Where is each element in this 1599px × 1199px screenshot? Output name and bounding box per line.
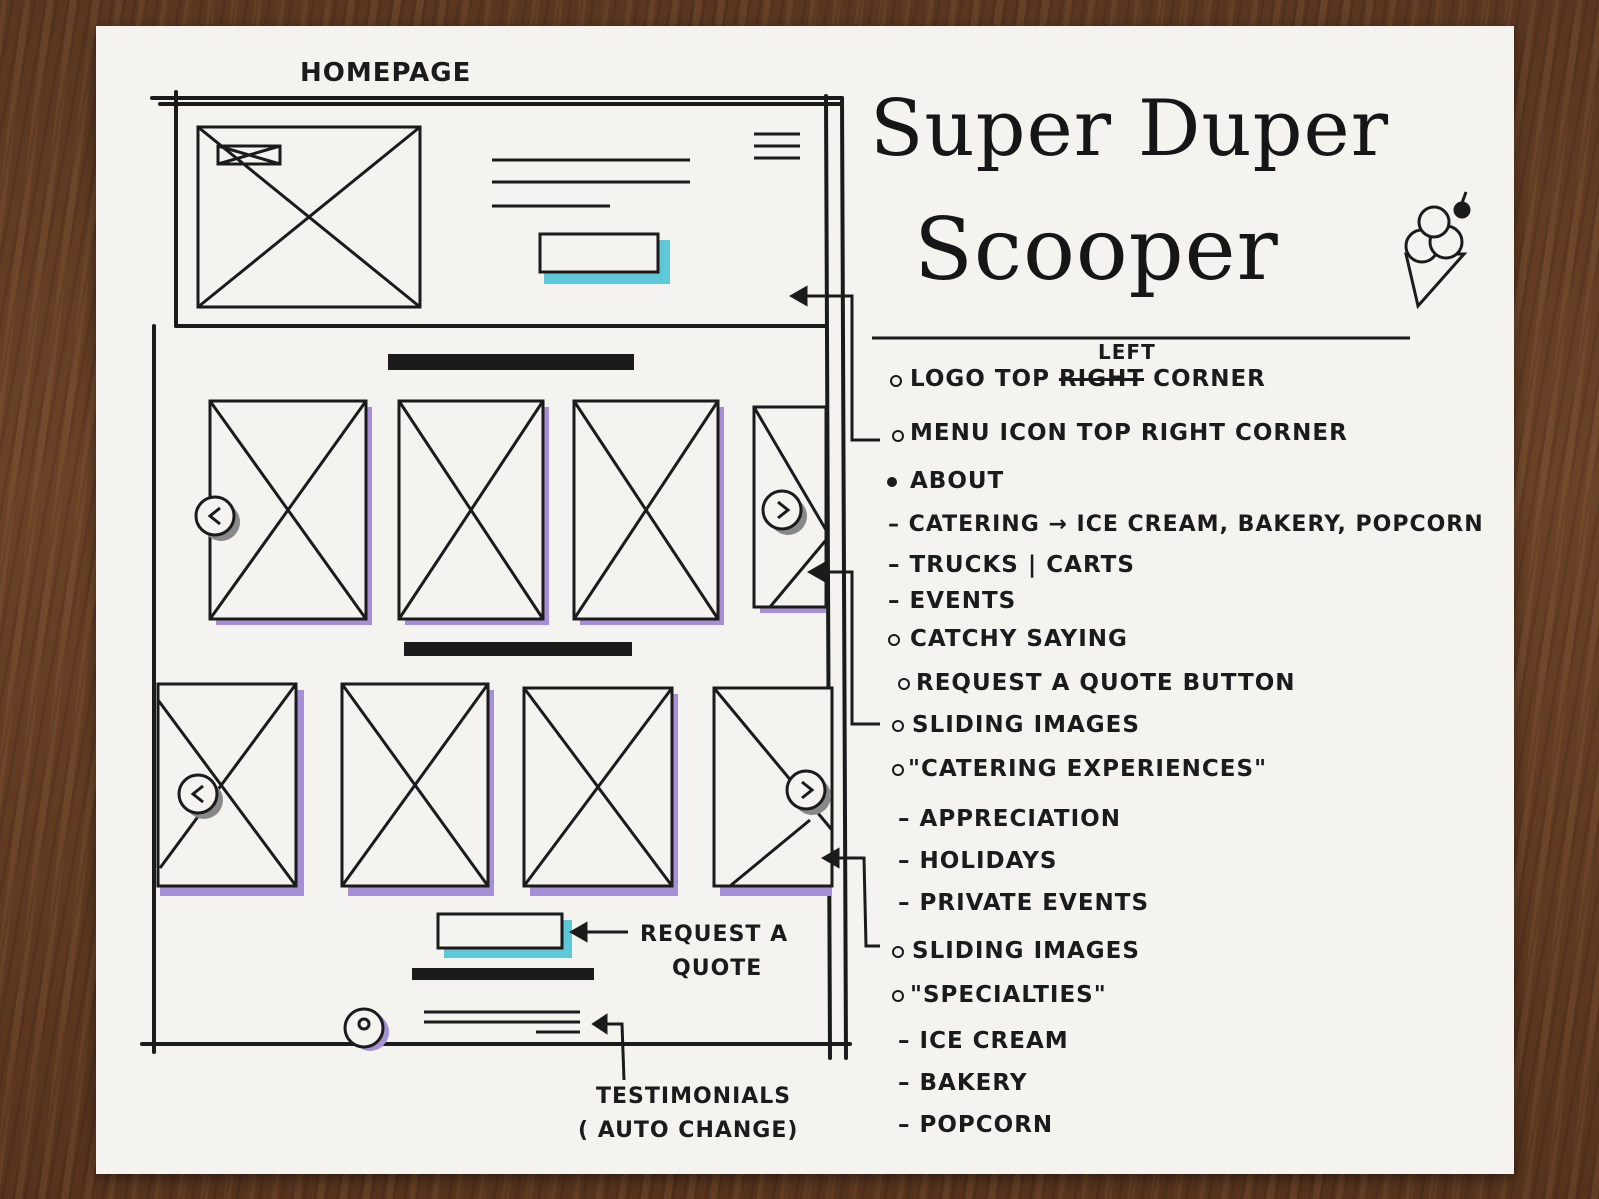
- connector-sliding-1: [820, 570, 880, 726]
- note-item-16: Ice Cream: [919, 1028, 1069, 1054]
- note-item: Sliding Images: [912, 938, 1140, 964]
- note-item: – Appreciation: [898, 806, 1121, 832]
- note-item: "Catering Experiences": [908, 756, 1268, 782]
- slider-prev-icon: [177, 773, 223, 819]
- slider-prev-icon: [194, 495, 240, 541]
- note-item: – Trucks | Carts: [888, 552, 1135, 578]
- note-item-1-prefix: Logo top: [910, 366, 1050, 392]
- connector-sliding-2: [834, 856, 880, 948]
- brand-title-line2: Scooper: [914, 200, 1279, 300]
- annotation-testimonials-line2: ( Auto change): [578, 1118, 799, 1143]
- note-item: – Private Events: [898, 890, 1150, 916]
- slider-card: [572, 399, 724, 625]
- annotation-testimonials-line1: Testimonials: [596, 1084, 792, 1109]
- slider-row-2: [156, 682, 834, 896]
- note-item-1-suffix: corner: [1153, 366, 1266, 392]
- note-item: Logo top Right corner: [910, 366, 1266, 392]
- note-item: – Catering → Ice Cream, Bakery, Popcorn: [888, 512, 1484, 537]
- note-bullets: [887, 375, 910, 1002]
- note-item: Catchy saying: [910, 626, 1128, 652]
- testimonial-avatar-icon: [343, 1007, 389, 1051]
- note-item: Request a Quote Button: [916, 670, 1296, 696]
- header-text-lines: [492, 158, 690, 208]
- slider-card: [340, 682, 494, 896]
- note-item-1-struck: Right: [1058, 366, 1145, 392]
- note-item-13: Private Events: [919, 890, 1150, 916]
- connector-testimonials: [600, 1022, 626, 1081]
- note-item: Sliding Images: [912, 712, 1140, 738]
- note-item: Menu Icon top Right corner: [910, 420, 1348, 446]
- slider-card: [397, 399, 549, 625]
- annotation-connectors: [568, 285, 880, 1081]
- ice-cream-cone-icon: [1404, 191, 1471, 310]
- note-item-6: Events: [909, 588, 1017, 614]
- bottom-quote-button: [436, 912, 572, 958]
- note-item-4: Catering → Ice Cream, Bakery, Popcorn: [908, 512, 1484, 537]
- connector-menu: [806, 294, 880, 442]
- note-item: – Bakery: [898, 1070, 1028, 1096]
- slider-card: [208, 399, 372, 625]
- section-heading-bar-1: [388, 354, 634, 370]
- note-item-5: Trucks | Carts: [909, 552, 1135, 578]
- note-item-17: Bakery: [919, 1070, 1028, 1096]
- header-quote-button: [538, 232, 670, 284]
- hamburger-menu-icon: [754, 132, 800, 160]
- page-label: Homepage: [300, 58, 472, 88]
- note-item: About: [910, 468, 1005, 494]
- slider-card: [522, 686, 678, 896]
- annotation-request-quote-line2: Quote: [672, 956, 763, 981]
- note-item: – Holidays: [898, 848, 1058, 874]
- annotation-request-quote-line1: Request a: [640, 922, 789, 947]
- slider-next-icon: [785, 769, 831, 815]
- note-item-18: Popcorn: [919, 1112, 1054, 1138]
- slider-row-1: [194, 399, 828, 625]
- slider-card-partial: [712, 686, 834, 896]
- note-correction-left: Left: [1098, 340, 1156, 364]
- testimonial-preview: [424, 1010, 580, 1034]
- section-heading-bar-3: [412, 968, 594, 980]
- section-heading-bar-2: [404, 642, 632, 656]
- note-item-12: Holidays: [919, 848, 1058, 874]
- note-item-11: Appreciation: [919, 806, 1121, 832]
- slider-next-icon: [761, 489, 807, 535]
- note-item: "Specialties": [910, 982, 1107, 1008]
- note-item: – Ice Cream: [898, 1028, 1069, 1054]
- note-item: – Popcorn: [898, 1112, 1054, 1138]
- frame-right-edge: [824, 94, 832, 1060]
- note-item: – Events: [888, 588, 1017, 614]
- brand-title-line1: Super Duper: [870, 84, 1389, 174]
- logo-placeholder: [196, 125, 422, 309]
